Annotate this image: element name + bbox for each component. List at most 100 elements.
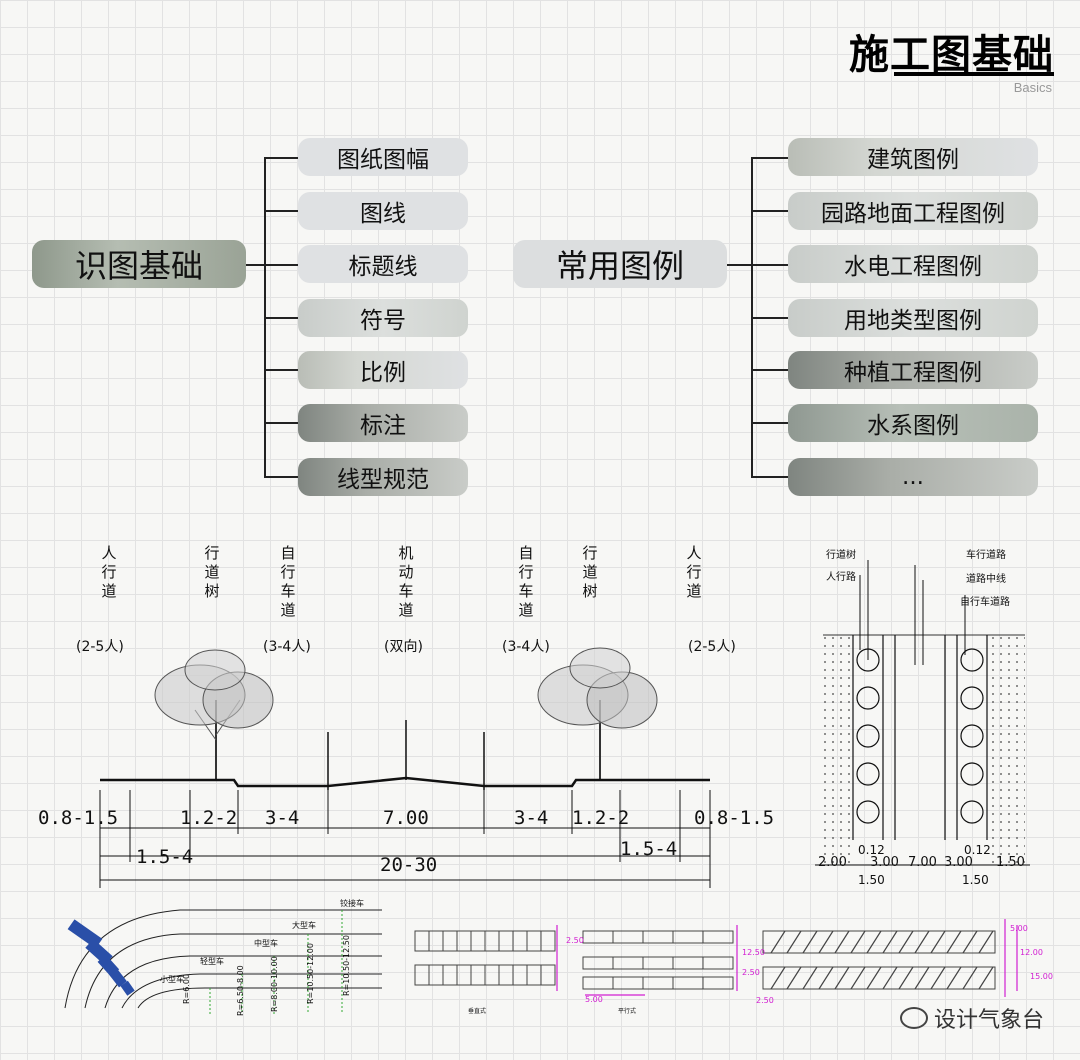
connector [244, 264, 266, 266]
mindmap-node-label: 标题线 [348, 254, 418, 280]
mindmap-node-label: 比例 [360, 360, 406, 386]
connector [751, 157, 788, 159]
connector [264, 264, 298, 266]
parking-dimension: 15.00 [1030, 972, 1053, 981]
parking-dimension: 2.50 [756, 996, 774, 1005]
mindmap-node-label: 标注 [360, 413, 406, 439]
plan-dimension: 1.50 [962, 873, 989, 887]
plan-label: 人行路 [826, 572, 856, 583]
mindmap-root-left: 识图基础 [32, 240, 246, 288]
connector [751, 210, 788, 212]
vehicle-label: 轻型车 [200, 957, 224, 966]
mindmap-node: 种植工程图例 [788, 351, 1038, 389]
vehicle-label: 中型车 [254, 939, 278, 948]
parking-dimension: 12.00 [1020, 948, 1043, 957]
plan-dimension: 2.00 [818, 855, 847, 870]
mindmap-node: 用地类型图例 [788, 299, 1038, 337]
plan-dimension: 1.50 [996, 855, 1025, 870]
mindmap-node: ... [788, 458, 1038, 496]
section-note: (2-5人) [688, 639, 736, 655]
mindmap-node: 标注 [298, 404, 468, 442]
tree-icon [537, 647, 658, 780]
mindmap-node-label: 建筑图例 [867, 147, 959, 173]
parking-dimension: 5.00 [1010, 924, 1028, 933]
vehicle-label: 大型车 [292, 921, 316, 930]
tree-icon [154, 649, 274, 780]
section-dimension: 7.00 [383, 807, 429, 829]
vehicle-icons [67, 919, 135, 996]
mindmap-node: 水系图例 [788, 404, 1038, 442]
mindmap-node-label: 图线 [360, 201, 406, 227]
mindmap-node-label: 园路地面工程图例 [821, 201, 1005, 227]
connector [727, 264, 753, 266]
section-dimension: 0.8-1.5 [38, 807, 119, 829]
mindmap-node-label: 图纸图幅 [337, 147, 429, 173]
section-note: (2-5人) [76, 639, 124, 655]
mindmap-node: 建筑图例 [788, 138, 1038, 176]
section-dimension: 3-4 [514, 807, 549, 829]
section-column-label: 人行道 [101, 544, 117, 600]
plan-dimension: 3.00 [944, 855, 973, 870]
section-dimension: 1.2-2 [180, 807, 238, 829]
radius-label: R=6.50-8.00 [236, 965, 245, 1016]
section-column-label: 自行车道 [518, 544, 534, 619]
mindmap-node-label: 水电工程图例 [844, 254, 982, 280]
section-dimension: 1.5-4 [620, 838, 678, 860]
plan-dimension: 7.00 [908, 855, 937, 870]
mindmap-node-label: 用地类型图例 [844, 308, 982, 334]
page-subtitle: Basics [1013, 80, 1052, 95]
mindmap-node: 图纸图幅 [298, 138, 468, 176]
plan-dimension: 0.12 [858, 843, 885, 857]
parking-dimension: 5.00 [585, 995, 603, 1004]
mindmap-node: 标题线 [298, 245, 468, 283]
section-column-label: 行道树 [582, 544, 598, 600]
mindmap-node: 园路地面工程图例 [788, 192, 1038, 230]
mindmap-root-right: 常用图例 [513, 240, 727, 288]
connector [264, 157, 298, 159]
connector [264, 476, 298, 478]
section-column-label: 自行车道 [280, 544, 296, 619]
radius-label: R=10.50-12.00 [306, 943, 315, 1004]
parking-caption: 平行式 [618, 1008, 637, 1015]
connector [264, 369, 298, 371]
parking-lines [414, 919, 1018, 997]
connector [264, 317, 298, 319]
mindmap-node-label: ... [902, 464, 924, 490]
parking-dimension: 12.50 [742, 948, 765, 957]
parking-dimension: 2.50 [742, 968, 760, 977]
wechat-icon [899, 1007, 928, 1029]
section-column-label: 人行道 [686, 544, 702, 600]
plan-label: 车行道路 [966, 550, 1006, 561]
radius-label: R=6.00 [182, 973, 191, 1004]
section-note: (3-4人) [502, 639, 550, 655]
mindmap-node-label: 种植工程图例 [844, 360, 982, 386]
plan-label: 行道树 [826, 550, 856, 561]
watermark: 设计气象台 [899, 1002, 1044, 1034]
connector [751, 422, 788, 424]
plan-label: 道路中线 [966, 574, 1006, 585]
mindmap-root-label: 识图基础 [74, 247, 203, 285]
section-dimension-total: 20-30 [380, 854, 438, 876]
plan-dimension: 0.12 [964, 843, 991, 857]
turning-lines [64, 909, 382, 1014]
section-dimension: 3-4 [265, 807, 300, 829]
mindmap-node: 图线 [298, 192, 468, 230]
mindmap-root-label: 常用图例 [555, 247, 684, 285]
radius-label: R=10.50-12.50 [342, 935, 351, 996]
connector [751, 317, 788, 319]
connector [751, 369, 788, 371]
vehicle-label: 铰接车 [340, 899, 364, 908]
section-column-label: 机动车道 [398, 544, 414, 619]
connector [264, 210, 298, 212]
plan-dimension: 1.50 [858, 873, 885, 887]
vehicle-label: 小型车 [160, 975, 184, 984]
connector [751, 476, 788, 478]
section-dimension: 0.8-1.5 [694, 807, 775, 829]
section-column-label: 行道树 [204, 544, 220, 600]
mindmap-node-label: 线型规范 [337, 467, 429, 493]
connector [751, 264, 788, 266]
mindmap-node: 线型规范 [298, 458, 468, 496]
page-title: 施工图基础 [849, 32, 1054, 78]
mindmap-node-label: 符号 [360, 308, 406, 334]
connector [264, 422, 298, 424]
